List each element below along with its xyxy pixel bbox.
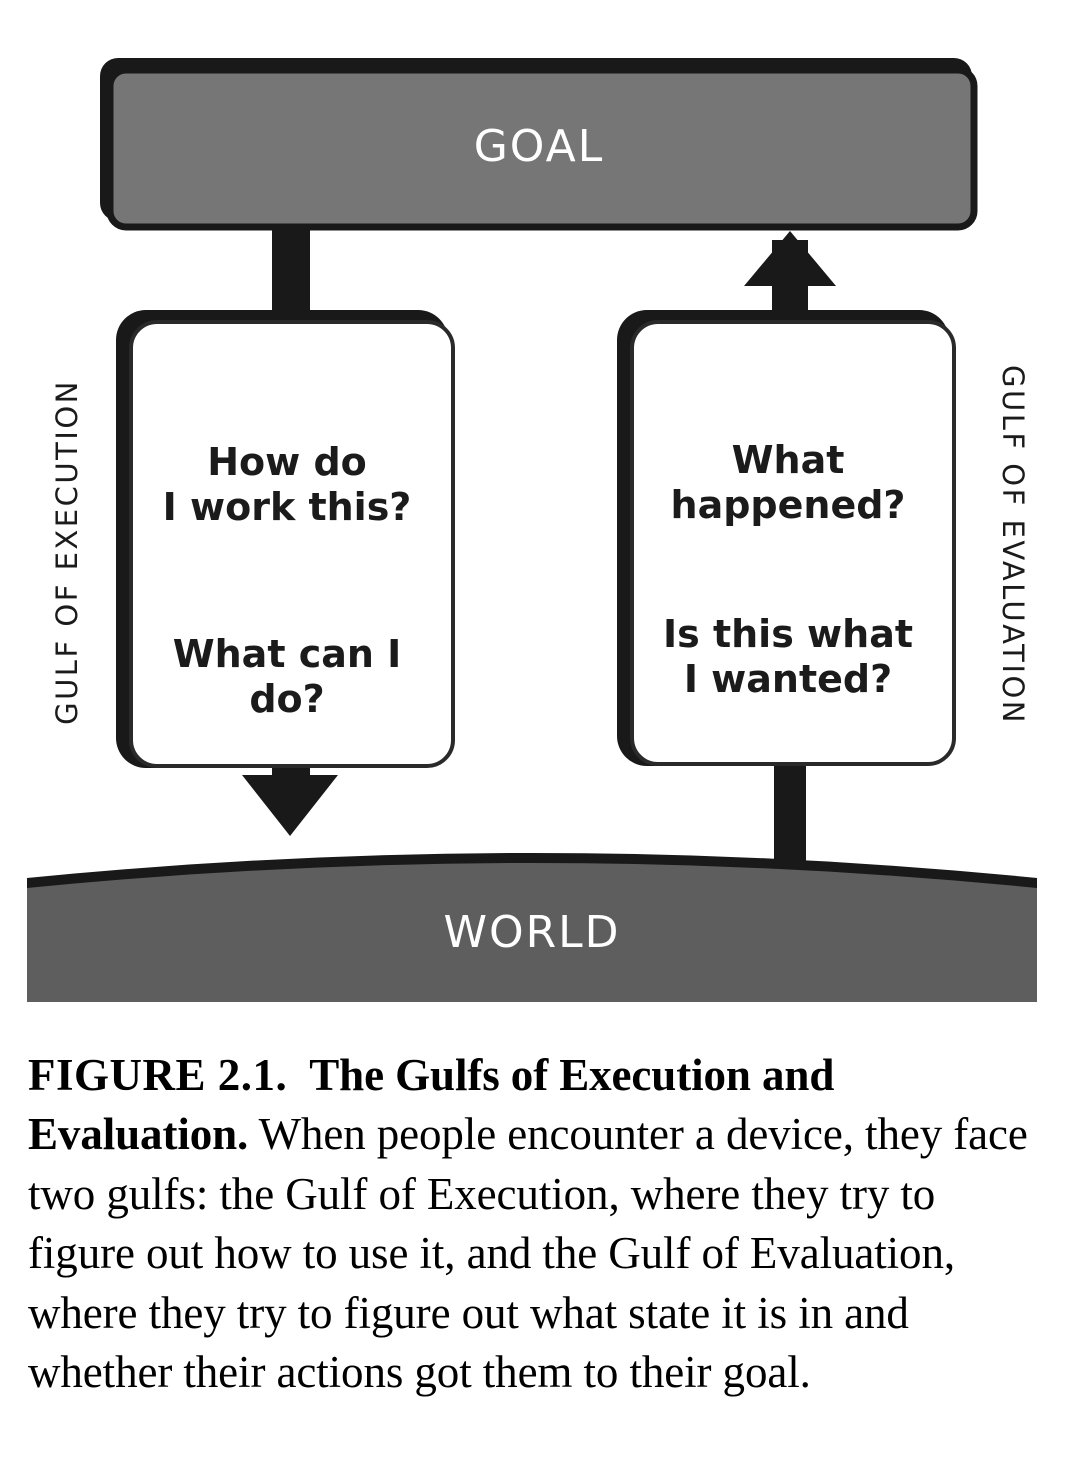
connector-world-to-evaluation <box>774 752 806 870</box>
arrow-down-to-world <box>242 752 338 836</box>
arrow-up-to-goal <box>744 231 836 320</box>
connector-goal-to-execution <box>272 218 310 323</box>
gulfs-diagram: GOAL How do I work this? What can I do? … <box>27 58 1037 1002</box>
figure-caption: FIGURE 2.1.The Gulfs of Execution and Ev… <box>28 1046 1042 1402</box>
gulf-of-evaluation-label: GULF OF EVALUATION <box>996 365 1030 725</box>
evaluation-question-what-happened: What happened? <box>670 438 906 527</box>
evaluation-box <box>630 320 956 766</box>
caption-body: When people encounter a device, they fac… <box>28 1109 1028 1397</box>
goal-box <box>106 66 978 231</box>
execution-question-what-can-i-do: What can I do? <box>172 632 402 721</box>
execution-question-how-do-i-work-this: How do I work this? <box>162 440 412 529</box>
world-shape <box>27 863 1037 1002</box>
goal-label: GOAL <box>473 121 605 172</box>
gulf-of-execution-label: GULF OF EXECUTION <box>50 379 84 725</box>
world-rim <box>27 853 1037 895</box>
diagram-canvas <box>27 58 1037 1002</box>
evaluation-question-is-this-what-i-wanted: Is this what I wanted? <box>662 612 914 701</box>
caption-figure-number: FIGURE 2.1. <box>28 1050 288 1100</box>
execution-box <box>129 320 455 768</box>
world-label: WORLD <box>443 907 621 958</box>
caption-title: The Gulfs of Execution and Evaluation. <box>28 1050 835 1160</box>
